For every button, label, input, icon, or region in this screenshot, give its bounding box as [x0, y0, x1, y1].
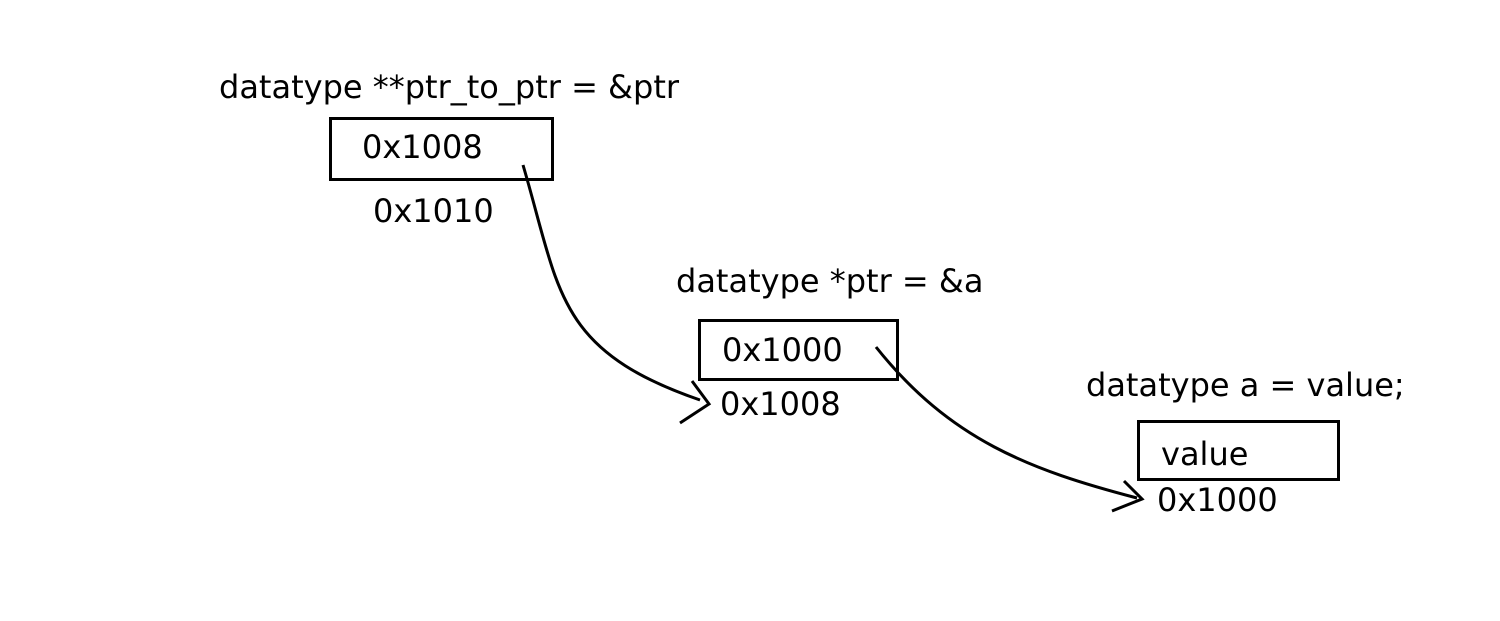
arrow-line [521, 164, 701, 402]
arrowhead-icon [679, 380, 712, 425]
ptr-to-ptr-box [329, 117, 554, 181]
ptr-box [698, 319, 899, 381]
a-declaration: datatype a = value; [1086, 366, 1405, 404]
a-box [1137, 420, 1340, 481]
ptr-value: 0x1000 [722, 331, 843, 369]
ptr-to-ptr-value: 0x1008 [362, 128, 483, 166]
arrow-ptr-to-a [874, 346, 1145, 513]
arrow-line [874, 346, 1138, 500]
ptr-to-ptr-declaration: datatype **ptr_to_ptr = &ptr [219, 68, 680, 106]
arrowhead-icon [1111, 479, 1145, 513]
a-value: value [1161, 435, 1249, 473]
a-address: 0x1000 [1157, 481, 1278, 519]
arrow-ptr-to-ptr-to-ptr [521, 164, 712, 425]
ptr-declaration: datatype *ptr = &a [676, 262, 984, 300]
ptr-address: 0x1008 [720, 385, 841, 423]
ptr-to-ptr-address: 0x1010 [373, 192, 494, 230]
